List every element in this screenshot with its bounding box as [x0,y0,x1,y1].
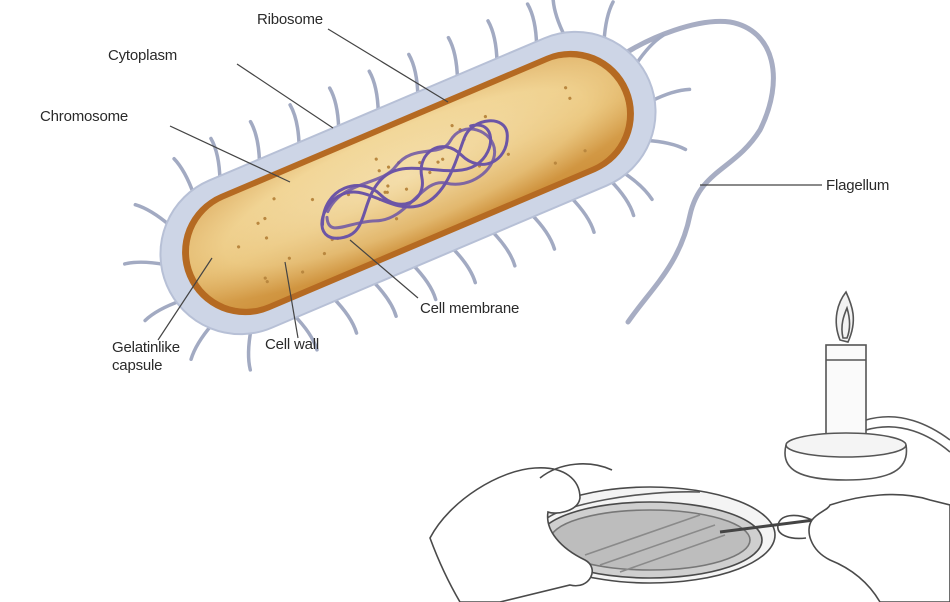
cell-membrane-label: Cell membrane [420,300,519,318]
capsule-label-line2: capsule [112,357,162,375]
flagellum-label: Flagellum [826,177,889,195]
bacterium-icon [90,0,727,407]
pilus-shape [651,85,690,105]
cytoplasm-label: Cytoplasm [108,47,177,65]
chromosome-label: Chromosome [40,108,128,126]
pilus-shape [125,249,166,279]
cytoplasm-leader-line [237,64,333,128]
cell-wall-label: Cell wall [265,336,319,354]
capsule-label-line1: Gelatinlike [112,339,180,357]
ribosome-leader-line [328,29,448,102]
ribosome-label: Ribosome [257,11,323,29]
bunsen-burner-icon [785,292,950,480]
pilus-shape [549,0,569,37]
pilus-shape [236,329,266,370]
